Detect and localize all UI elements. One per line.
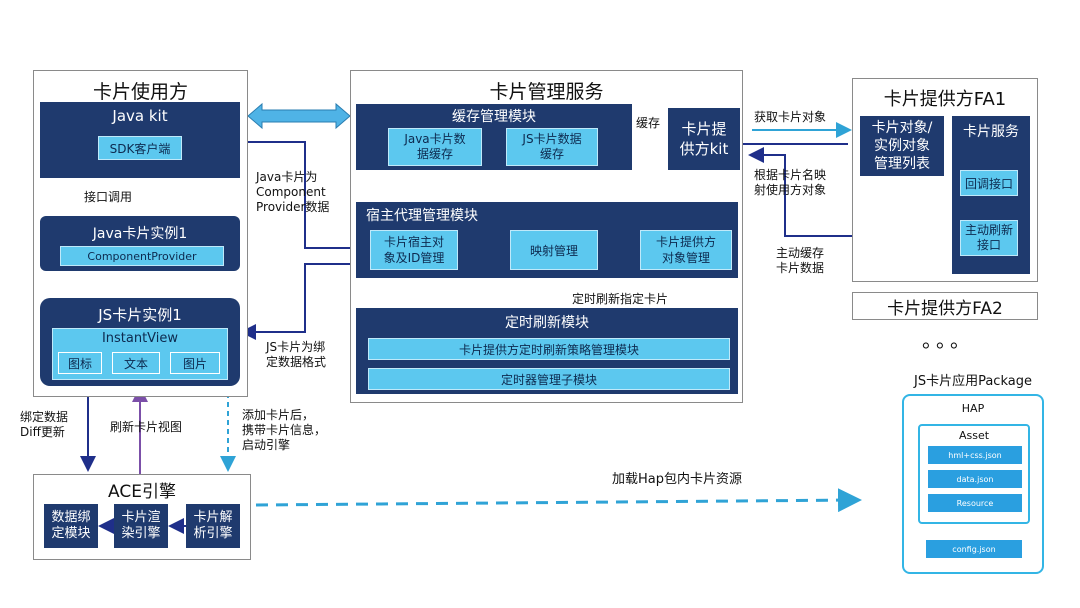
java-component-data-label: Java卡片为 Component Provider数据 [256, 170, 330, 214]
active-cache-label: 主动缓存 卡片数据 [776, 246, 825, 275]
config-file: config.json [926, 540, 1022, 558]
card-user-title: 卡片使用方 [92, 81, 188, 103]
card-service-title: 卡片管理服务 [489, 81, 604, 103]
ace-inner-arrows [98, 518, 186, 534]
js-data-arrow [240, 263, 370, 340]
provider-fa1-title: 卡片提供方FA1 [883, 89, 1007, 110]
sdk-client: SDK客户端 [98, 136, 182, 160]
map-by-name-label: 根据卡片名映 射使用方对象 [754, 168, 827, 197]
ellipsis: 。。。 [922, 328, 974, 352]
ace-engine-title: ACE引擎 [108, 482, 176, 502]
data-binding-module: 数据绑 定模块 [44, 504, 98, 548]
load-hap-arrow [255, 488, 862, 513]
interface-call-label: 接口调用 [84, 190, 133, 204]
timer-module-label: 定时刷新模块 [505, 315, 589, 331]
asset-file-resource: Resource [928, 494, 1022, 512]
js-instance-label: JS卡片实例1 [98, 306, 182, 324]
cache-label: 缓存 [636, 116, 661, 130]
timer-manager-box: 定时器管理子模块 [368, 368, 730, 390]
mapping-mgmt: 映射管理 [510, 230, 598, 270]
java-cache-box: Java卡片数 据缓存 [388, 128, 482, 166]
kit-service-double-arrow [247, 102, 351, 130]
cache-module-label: 缓存管理模块 [452, 109, 536, 125]
parse-engine: 卡片解 析引擎 [186, 504, 240, 548]
asset-file-hml: hml+css.json [928, 446, 1022, 464]
view-item-image: 图片 [170, 352, 220, 374]
asset-file-data: data.json [928, 470, 1022, 488]
hap-label: HAP [961, 402, 985, 415]
provider-kit-box: 卡片提 供方kit [668, 108, 740, 170]
callback-interface: 回调接口 [960, 170, 1018, 196]
asset-label: Asset [958, 429, 990, 442]
component-provider: ComponentProvider [60, 246, 224, 266]
provider-obj-mgmt: 卡片提供方 对象管理 [640, 230, 732, 270]
refresh-view-label: 刷新卡片视图 [110, 420, 183, 434]
timer-policy-box: 卡片提供方定时刷新策略管理模块 [368, 338, 730, 360]
render-engine: 卡片渲 染引擎 [114, 504, 168, 548]
card-service-label: 卡片服务 [963, 124, 1019, 140]
instant-view-label: InstantView [101, 331, 179, 346]
timer-refresh-label: 定时刷新指定卡片 [572, 292, 669, 306]
add-card-label: 添加卡片后， 携带卡片信息， 启动引擎 [242, 408, 327, 452]
host-module-label: 宿主代理管理模块 [366, 208, 478, 224]
load-hap-label: 加载Hap包内卡片资源 [612, 472, 742, 487]
provider-fa2-title: 卡片提供方FA2 [887, 298, 1003, 319]
package-title: JS卡片应用Package [914, 374, 1032, 389]
view-item-text: 文本 [112, 352, 160, 374]
java-kit-label: Java kit [112, 107, 168, 125]
java-kit-box: Java kit [40, 102, 240, 178]
provider-fa2-panel: 卡片提供方FA2 [852, 292, 1038, 320]
active-refresh-interface: 主动刷新 接口 [960, 220, 1018, 256]
java-instance-label: Java卡片实例1 [92, 226, 188, 242]
js-bind-format-label: JS卡片为绑 定数据格式 [266, 340, 327, 369]
obj-list-box: 卡片对象/ 实例对象 管理列表 [860, 116, 944, 176]
get-card-obj-label: 获取卡片对象 [754, 110, 827, 124]
js-cache-box: JS卡片数据 缓存 [506, 128, 598, 166]
host-obj-mgmt: 卡片宿主对 象及ID管理 [370, 230, 458, 270]
view-item-icon: 图标 [58, 352, 102, 374]
bind-diff-label: 绑定数据 Diff更新 [20, 410, 69, 439]
